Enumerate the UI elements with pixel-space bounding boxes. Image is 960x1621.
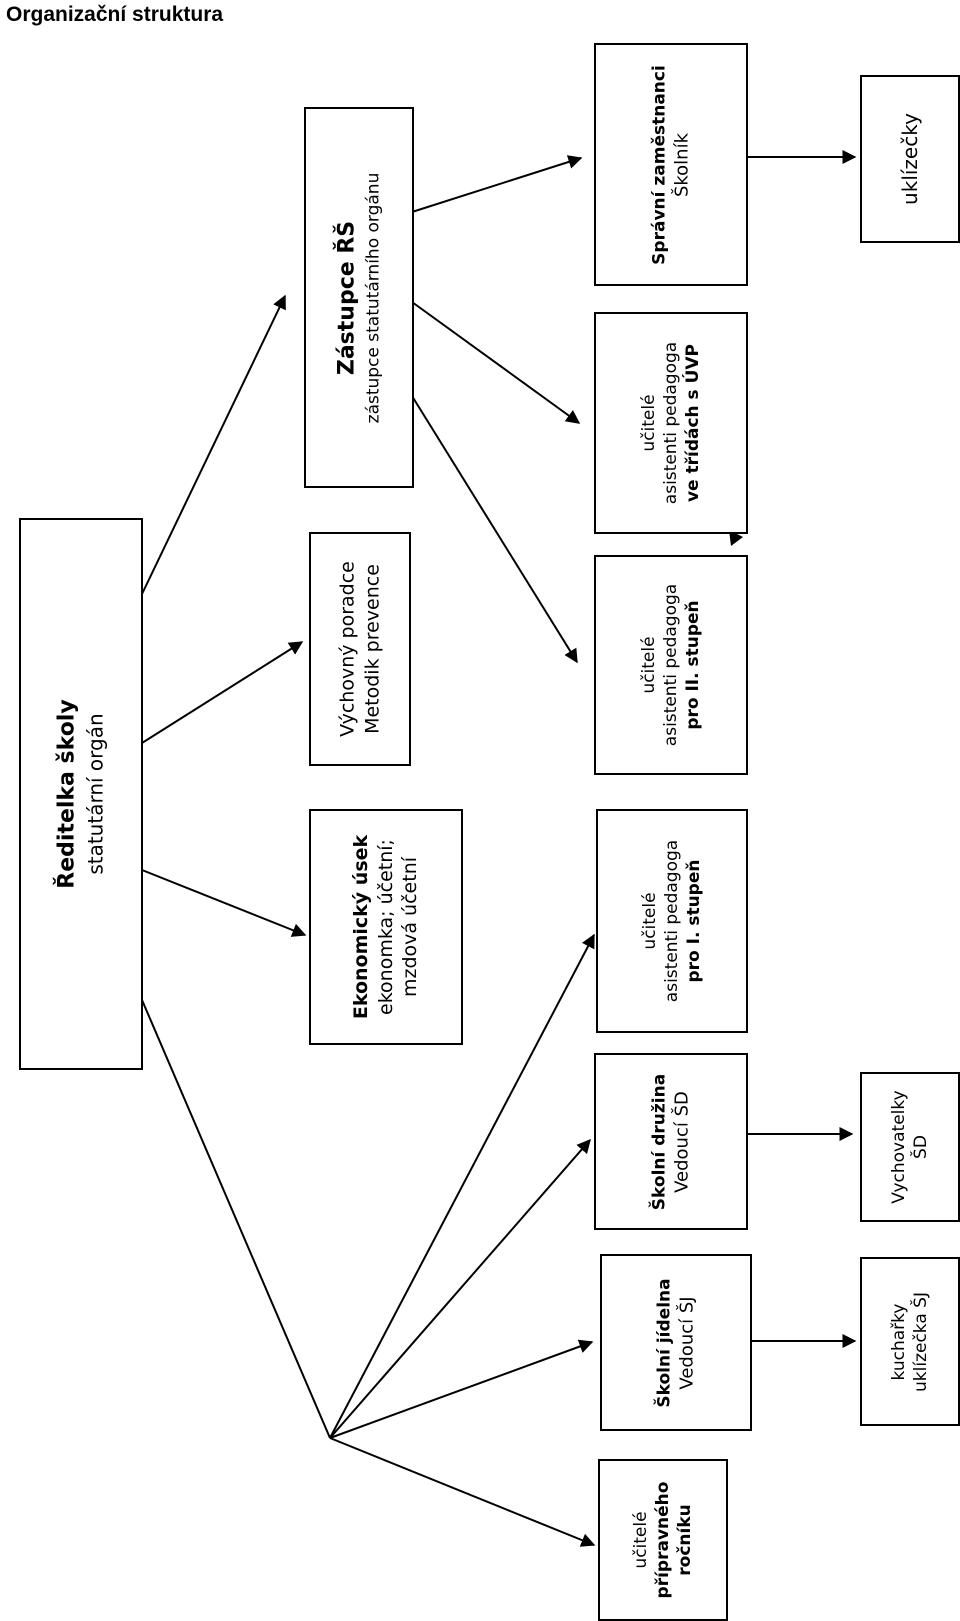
node-kucharky-line1: kuchařky (888, 1303, 909, 1380)
node-zastupce: Zástupce ŘŠ zástupce statutárního orgánu (304, 107, 414, 488)
node-uklizecky-line1: uklízečky (898, 113, 922, 205)
node-ekonomicky-line2: mzdová účetní (399, 856, 422, 998)
node-pripravny: učitelé přípravného ročníku (598, 1459, 728, 1621)
node-zastupce-title: Zástupce ŘŠ (334, 220, 360, 375)
connector-hub-pripravny (329, 1437, 596, 1547)
node-kucharky-line2: uklízečka ŠJ (911, 1291, 931, 1392)
node-poradce-line2: Metodik prevence (361, 564, 383, 734)
page-title: Organizační struktura (6, 3, 224, 26)
connector-hub-jidelna (329, 1339, 594, 1439)
connector-zastupce-spravni (411, 155, 583, 213)
node-druzina: Školní družina Vedoucí ŠD (594, 1053, 748, 1230)
node-vychovatelky: Vychovatelky ŠD (860, 1072, 960, 1222)
node-stupen1: učitelé asistenti pedagoga pro I. stupeň (596, 809, 748, 1033)
node-jidelna-title: Školní jídelna (654, 1277, 675, 1408)
connector-reditelka-hub (141, 999, 331, 1439)
node-ekonomicky: Ekonomický úsek ekonomka; účetní; mzdová… (309, 809, 463, 1045)
node-stupen2: učitelé asistenti pedagoga pro II. stupe… (594, 555, 748, 775)
node-vychovatelky-line2: ŠD (911, 1135, 931, 1159)
connector-zastupce-uvp (411, 301, 581, 424)
node-stupen1-line3: pro I. stupeň (684, 859, 705, 983)
node-poradce: Výchovný poradce Metodik prevence (309, 532, 411, 766)
connector-reditelka-ekonomicky (141, 869, 307, 937)
node-uvp-line1: učitelé (638, 394, 659, 452)
node-stupen2-line2: asistenti pedagoga (660, 583, 681, 747)
node-spravni-title: Správní zaměstnanci (649, 64, 670, 265)
node-kucharky: kuchařky uklízečka ŠJ (860, 1257, 960, 1426)
node-vychovatelky-line1: Vychovatelky (888, 1090, 909, 1204)
node-pripravny-line2: přípravného (652, 1481, 673, 1599)
node-stupen1-line2: asistenti pedagoga (661, 839, 682, 1003)
node-uklizecky: uklízečky (860, 75, 960, 243)
node-spravni-line1: Školník (671, 132, 693, 197)
node-uvp-line3: ve třídách s ÚVP (683, 343, 704, 503)
connector-reditelka-zastupce (141, 294, 286, 595)
node-reditelka: Ředitelka školy statutární orgán (19, 518, 143, 1070)
node-uvp-line2: asistenti pedagoga (660, 341, 681, 505)
node-uvp: učitelé asistenti pedagoga ve třídách s … (594, 312, 748, 534)
connector-hub-stupen1 (329, 933, 595, 1439)
node-druzina-title: Školní družina (649, 1073, 670, 1210)
node-ekonomicky-line1: ekonomka; účetní; (374, 839, 397, 1015)
connector-zastupce-stupen2 (411, 395, 578, 664)
connector-hub-druzina (329, 1138, 591, 1439)
node-poradce-line1: Výchovný poradce (336, 561, 359, 737)
node-jidelna-line1: Vedoucí ŠJ (676, 1295, 698, 1390)
node-pripravny-line1: učitelé (630, 1511, 651, 1569)
node-jidelna: Školní jídelna Vedoucí ŠJ (600, 1254, 752, 1431)
node-reditelka-title: Ředitelka školy (54, 699, 80, 889)
node-ekonomicky-title: Ekonomický úsek (349, 834, 372, 1020)
node-spravni: Správní zaměstnanci Školník (594, 43, 748, 286)
node-stupen1-line1: učitelé (639, 892, 660, 950)
node-stupen2-line1: učitelé (638, 636, 659, 694)
connector-reditelka-poradce (141, 641, 304, 744)
stray-arrowhead (729, 530, 743, 546)
node-druzina-line1: Vedoucí ŠD (671, 1090, 693, 1193)
node-stupen2-line3: pro II. stupeň (683, 600, 704, 730)
node-zastupce-subtitle: zástupce statutárního orgánu (363, 172, 384, 423)
node-pripravny-line3: ročníku (675, 1504, 696, 1576)
node-reditelka-subtitle: statutární orgán (83, 713, 108, 875)
